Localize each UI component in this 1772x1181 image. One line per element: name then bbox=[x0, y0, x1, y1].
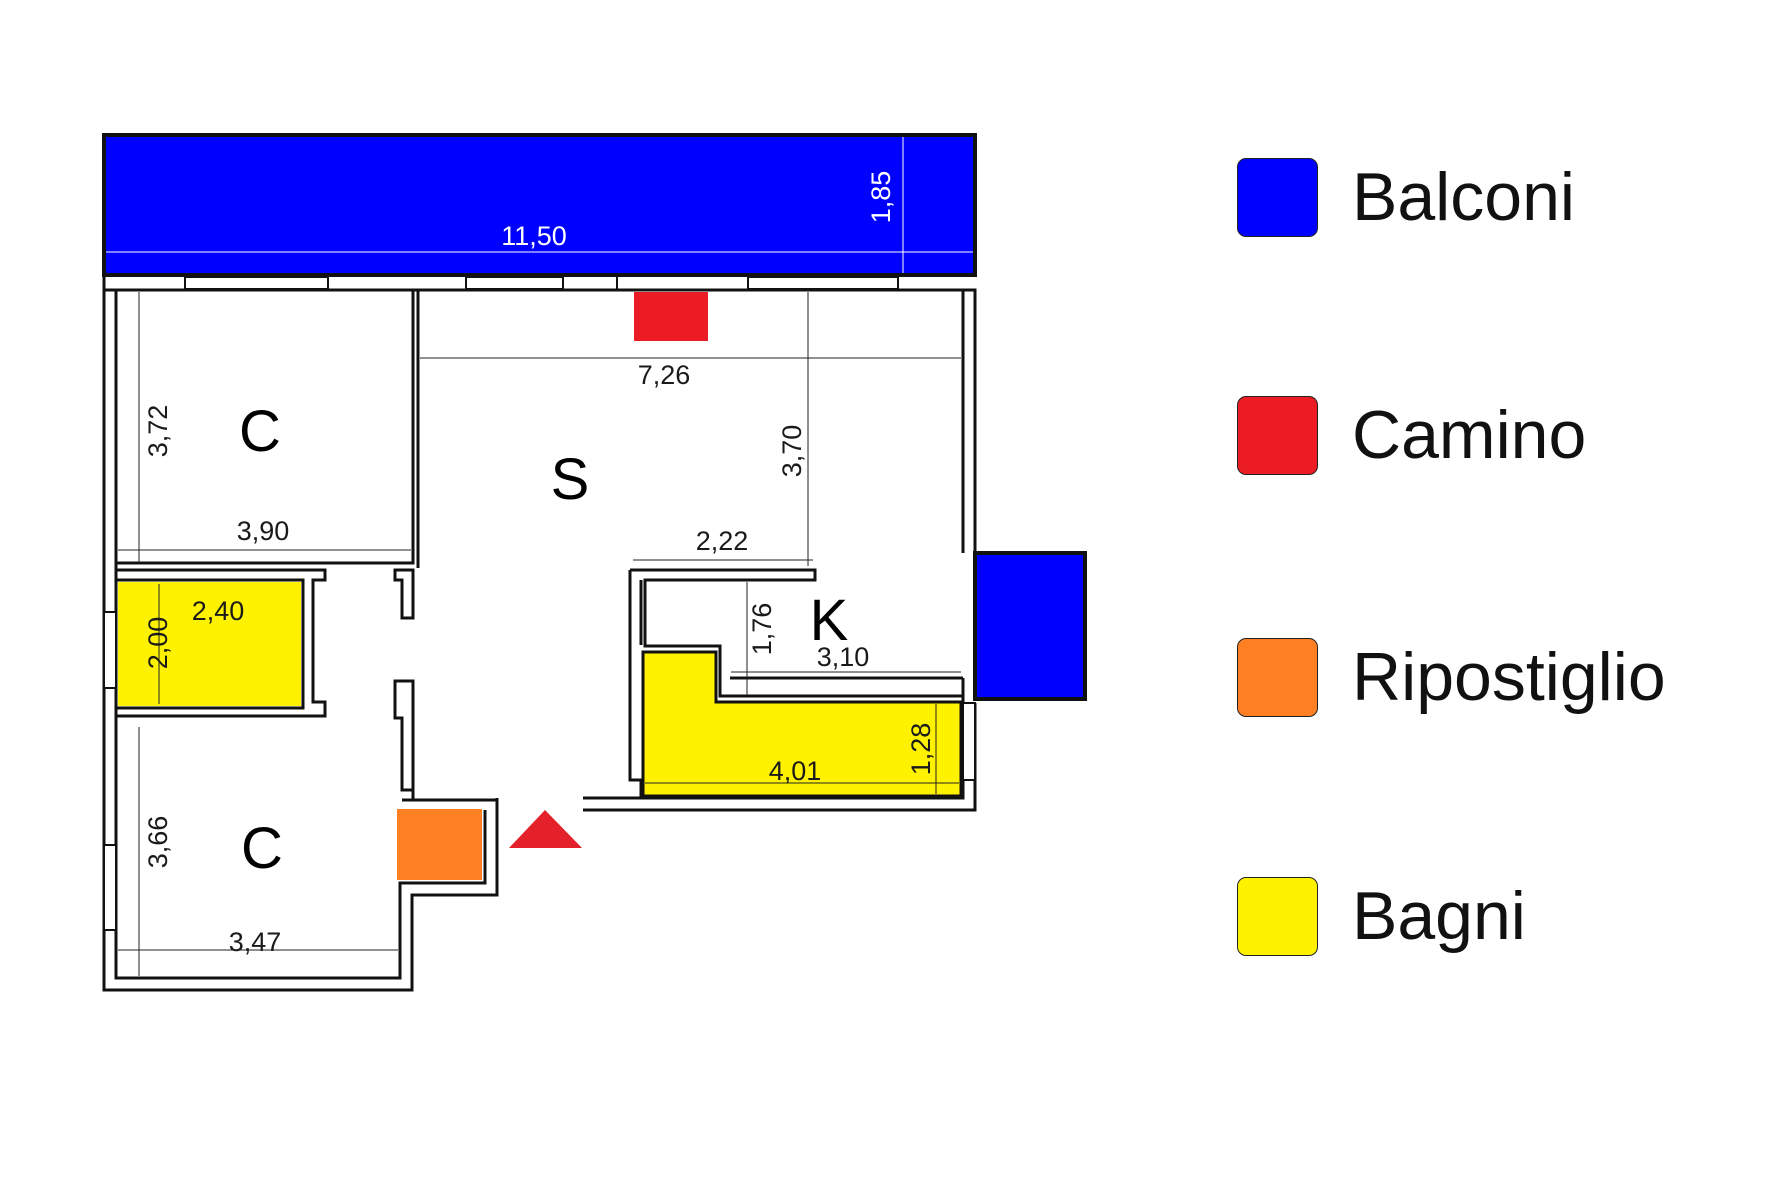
dim-bath-left-width: 2,40 bbox=[192, 596, 245, 626]
balcony-side bbox=[973, 551, 1087, 701]
room-label-kitchen: K bbox=[810, 588, 849, 653]
dim-kitchen-width: 3,10 bbox=[817, 642, 870, 672]
legend-label-bagni: Bagni bbox=[1352, 878, 1526, 954]
legend-swatch-balconi bbox=[1237, 157, 1318, 237]
bath-right bbox=[641, 650, 963, 798]
dim-balcony-length: 11,50 bbox=[501, 221, 567, 251]
dim-bedroom-top-depth: 3,72 bbox=[143, 405, 173, 458]
legend-item-camino: Camino bbox=[1237, 395, 1586, 475]
bath-left bbox=[118, 582, 301, 706]
legend-item-balconi: Balconi bbox=[1237, 157, 1575, 237]
measure-lines bbox=[118, 292, 961, 976]
dim-bath-left-depth: 2,00 bbox=[143, 617, 173, 670]
dim-bath-right-width: 4,01 bbox=[769, 756, 822, 786]
dim-living-depth: 3,70 bbox=[777, 425, 807, 478]
legend-item-ripostiglio: Ripostiglio bbox=[1237, 637, 1666, 717]
closet bbox=[397, 809, 482, 880]
dim-kitchen-top-width: 2,22 bbox=[696, 526, 749, 556]
legend-label-ripostiglio: Ripostiglio bbox=[1352, 639, 1666, 715]
room-label-bedroom-bottom: C bbox=[241, 816, 283, 881]
right-window bbox=[962, 702, 976, 781]
dim-kitchen-depth: 1,76 bbox=[747, 603, 777, 656]
left-windows bbox=[103, 611, 117, 931]
balcony-top bbox=[102, 133, 977, 277]
dim-bedroom-bottom-depth: 3,66 bbox=[143, 816, 173, 869]
interior-walls bbox=[116, 290, 965, 810]
entrance-arrow bbox=[509, 810, 582, 848]
room-label-bedroom-top: C bbox=[239, 399, 281, 464]
dim-balcony-depth: 1,85 bbox=[866, 171, 896, 224]
legend-swatch-bagni bbox=[1237, 876, 1318, 956]
legend-swatch-camino bbox=[1237, 395, 1318, 475]
legend-label-camino: Camino bbox=[1352, 397, 1587, 473]
legend-swatch-ripostiglio bbox=[1237, 637, 1318, 717]
fireplace bbox=[634, 292, 708, 341]
dim-bedroom-top-width: 3,90 bbox=[237, 516, 290, 546]
top-windows bbox=[184, 276, 899, 290]
dim-bedroom-bottom-width: 3,47 bbox=[229, 927, 282, 957]
dim-living-width: 7,26 bbox=[638, 360, 691, 390]
legend-item-bagni: Bagni bbox=[1237, 876, 1526, 956]
room-label-living: S bbox=[551, 447, 590, 512]
dim-bath-right-depth: 1,28 bbox=[906, 723, 936, 776]
legend-label-balconi: Balconi bbox=[1352, 159, 1576, 235]
